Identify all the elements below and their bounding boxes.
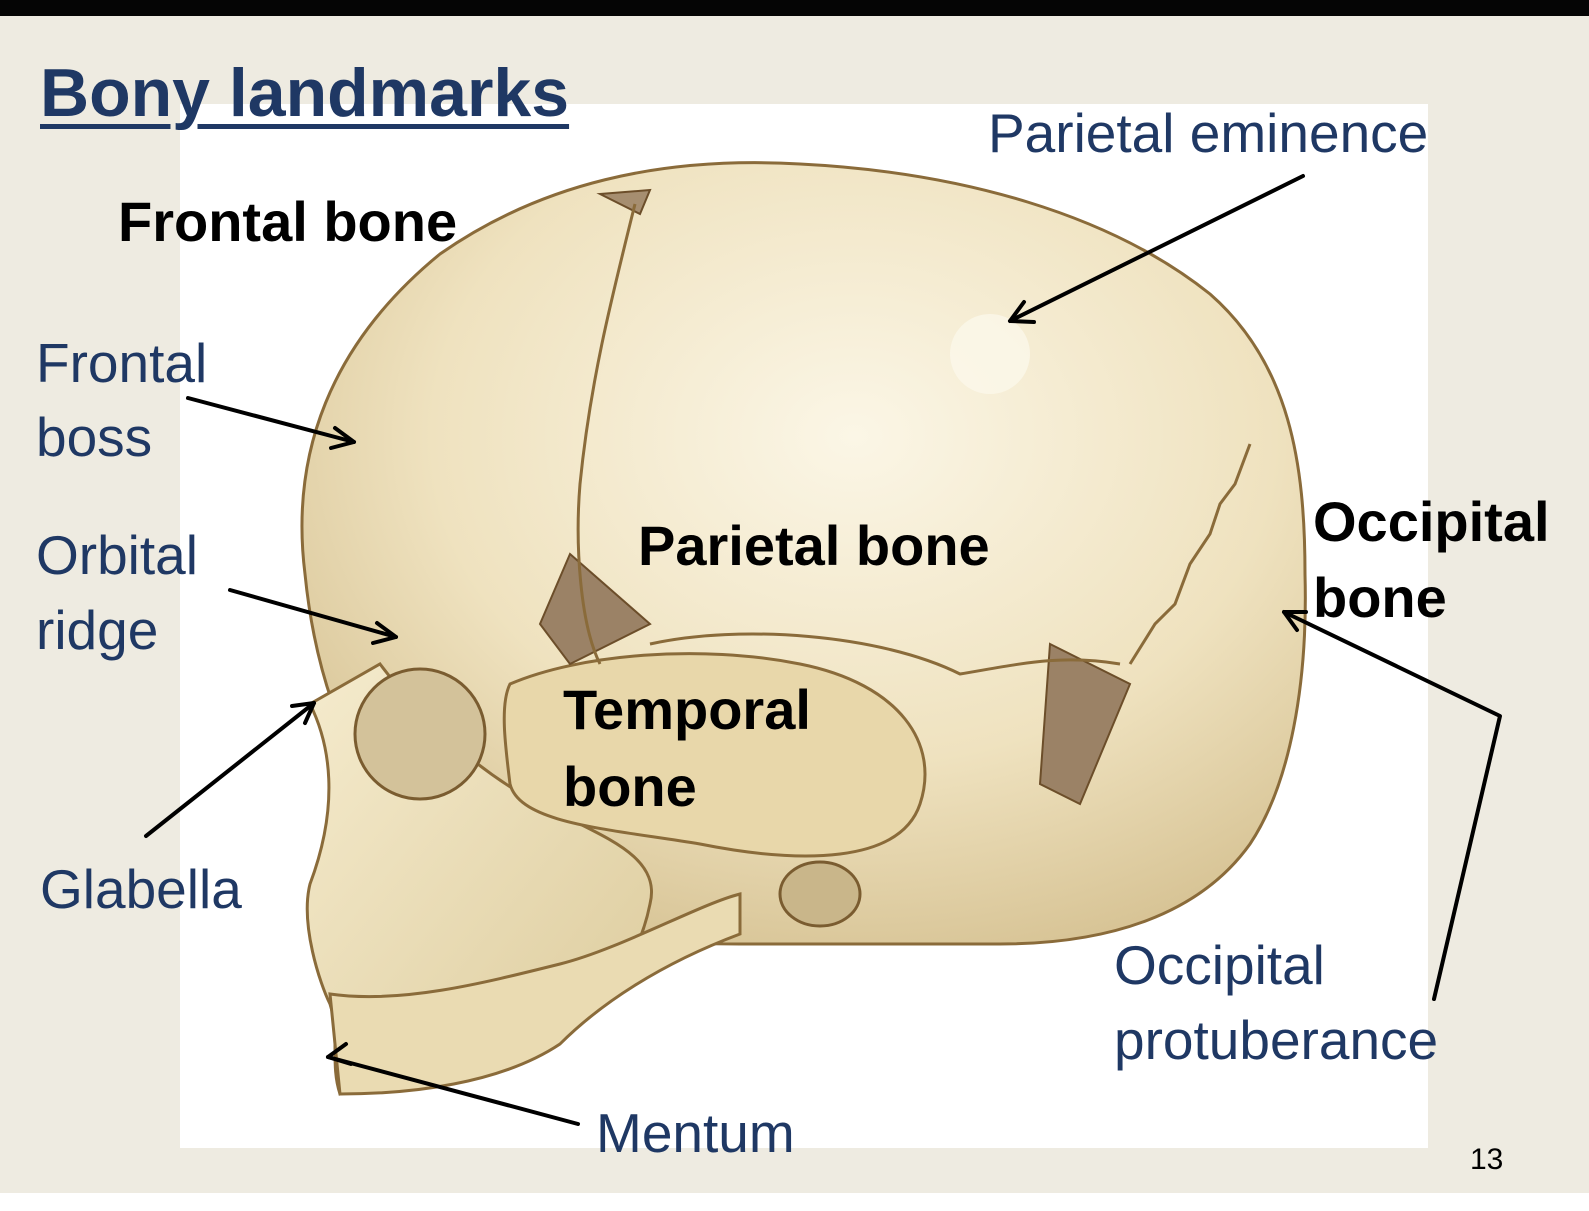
frontal-bone-label: Frontal bone [118,190,458,253]
temporal-bone-shape [502,652,927,858]
orbit-shape [353,667,487,801]
lambdoid-suture [1128,443,1252,665]
squamosal-suture [649,632,1121,676]
mentum-label: Mentum [596,1102,795,1164]
anterior-fontanelle [596,188,652,216]
orbital-ridge-label: Orbital ridge [36,524,198,661]
page-number: 13 [1470,1143,1504,1176]
bottom-bar [0,1193,1589,1211]
temporal-bone-label: Temporal bone [563,678,811,819]
parietal-bone-label: Parietal bone [638,514,990,577]
ear-canal-shape [778,860,862,928]
occipital-bone-label: Occipital bone [1313,490,1550,630]
occipital-protuberance-label: Occipital protuberance [1114,934,1439,1071]
parietal-eminence-label: Parietal eminence [988,102,1429,164]
slide-title: Bony landmarks [40,55,570,131]
coronal-suture [576,203,637,665]
glabella-label: Glabella [40,858,242,920]
frontal-boss-label: Frontal boss [36,332,208,469]
skull-illustration [300,161,1307,1096]
sphenoid-fontanelle [538,552,652,666]
parietal-eminence-highlight [950,314,1030,394]
top-bar [0,0,1589,16]
mastoid-fontanelle [1038,642,1132,806]
